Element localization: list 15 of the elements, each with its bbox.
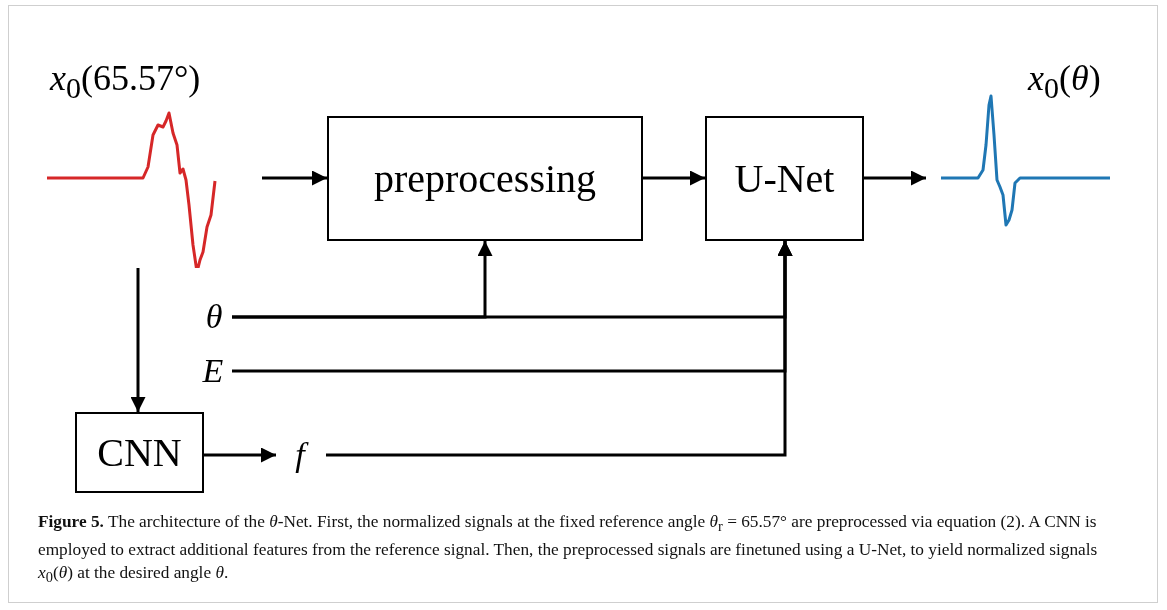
signal-title: x$_{0}$(θ) [1028, 60, 1101, 104]
arrow [643, 170, 705, 186]
arrow [262, 170, 327, 186]
process-box: preprocessing [327, 116, 643, 241]
arrow [204, 447, 276, 463]
input-variable: θ [196, 298, 232, 336]
arrow [864, 170, 926, 186]
feature-variable: f [280, 436, 320, 474]
figure-caption: Figure 5. The architecture of the θ-Net. First, the normalized signals at the fixed reference angle θ$_{r}$ = 65.57° are preprocessed via equation (2). A CNN is employed to extract additional features from the reference signal. Then, the preprocessed signals are finetuned using a U-Net, to yield normalized signals x$_{0}$(θ) at the desired angle θ. [38, 511, 1099, 588]
arrow [326, 241, 793, 457]
process-box: CNN [75, 412, 204, 493]
process-box: U-Net [705, 116, 864, 241]
signal-title: x$_{0}$(65.57°) [50, 60, 201, 104]
arrow [130, 268, 146, 412]
input-variable: E [194, 352, 232, 390]
